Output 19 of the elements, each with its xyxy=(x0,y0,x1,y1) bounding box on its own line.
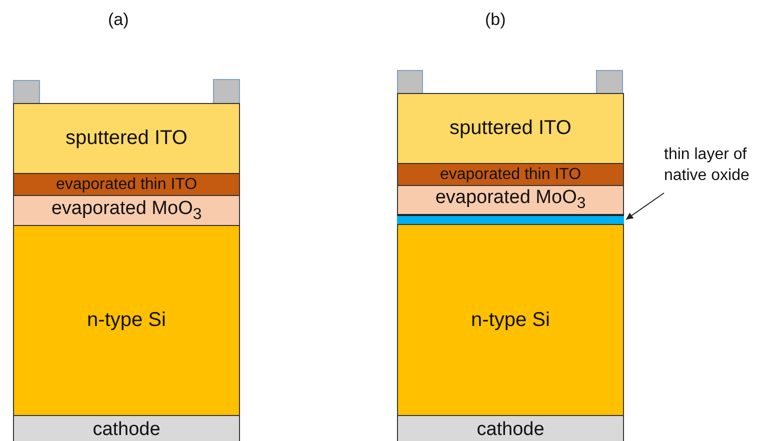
thin-ito-layer: evaporated thin ITO xyxy=(397,163,624,186)
moo3-layer: evaporated MoO$_{3}$ xyxy=(397,185,624,215)
silicon-substrate: n-type Si xyxy=(397,224,624,416)
thin-ito-layer: evaporated thin ITO xyxy=(13,173,240,196)
cathode-layer: cathode xyxy=(397,415,624,441)
sputtered-ito-layer: sputtered ITO xyxy=(397,93,624,164)
silicon-substrate: n-type Si xyxy=(13,225,240,416)
annotation-text: thin layer of native oxide xyxy=(664,145,750,186)
contact-pad xyxy=(596,70,623,94)
leader-line xyxy=(626,192,664,220)
sputtered-ito-layer: sputtered ITO xyxy=(13,103,240,174)
cathode-layer: cathode xyxy=(13,415,240,441)
contact-pad xyxy=(213,79,240,104)
contact-pad xyxy=(397,70,423,94)
panel-label: (b) xyxy=(485,10,506,30)
moo3-layer: evaporated MoO$_{3}$ xyxy=(13,195,240,226)
native-oxide-layer xyxy=(397,214,624,225)
panel-label: (a) xyxy=(108,10,129,30)
contact-pad xyxy=(13,80,40,104)
